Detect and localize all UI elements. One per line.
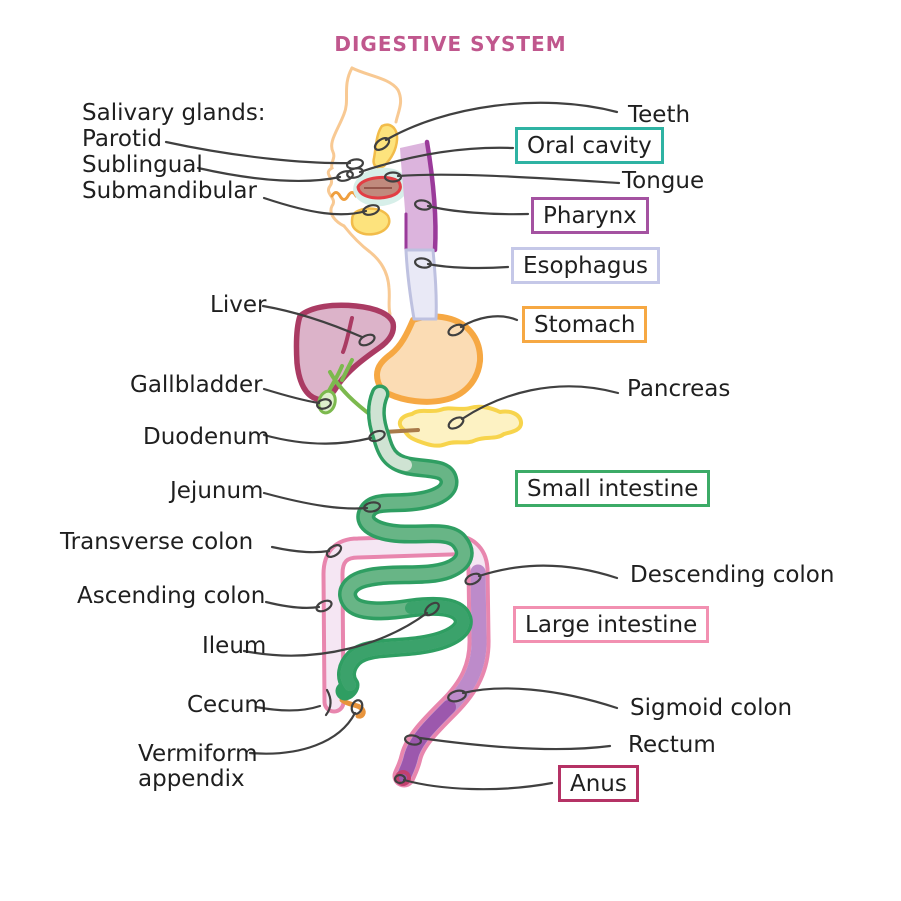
label-salivary-glands: Salivary glands: <box>82 100 266 126</box>
label-oral-cavity: Oral cavity <box>515 127 664 164</box>
label-tongue: Tongue <box>622 168 705 194</box>
transverse-colon-leader <box>270 545 331 554</box>
label-teeth: Teeth <box>628 102 691 128</box>
small-intestine-shape <box>335 384 474 701</box>
ascending-colon-leader <box>264 600 321 610</box>
oral-cavity-leader <box>358 146 515 174</box>
label-large-intestine: Large intestine <box>513 606 710 643</box>
label-jejunum: Jejunum <box>170 478 264 504</box>
label-descending-colon: Descending colon <box>630 562 835 588</box>
label-vermiform-line1: Vermiform <box>138 741 258 767</box>
anus-leader <box>402 778 554 791</box>
label-cecum: Cecum <box>187 692 267 718</box>
label-anus: Anus <box>558 765 639 802</box>
duodenum-shape <box>370 388 412 471</box>
label-small-intestine: Small intestine <box>515 470 711 507</box>
label-esophagus: Esophagus <box>511 247 661 284</box>
cecum-bracket <box>324 688 332 717</box>
liver-leader <box>261 304 364 339</box>
label-duodenum: Duodenum <box>143 424 270 450</box>
label-parotid: Parotid <box>82 126 162 152</box>
sublingual-leader <box>196 166 342 183</box>
esophagus-shape <box>404 248 438 321</box>
label-sigmoid-colon: Sigmoid colon <box>630 695 793 721</box>
label-vermiform-line2: appendix <box>138 766 245 792</box>
label-pancreas: Pancreas <box>627 376 731 402</box>
tongue-leader <box>396 173 621 185</box>
duodenum-leader <box>262 433 373 445</box>
pharynx-leader <box>426 204 530 216</box>
stomach-shape <box>374 313 484 405</box>
label-rectum: Rectum <box>628 732 716 758</box>
label-vermiform-appendix: Vermiform appendix <box>138 742 258 792</box>
sigmoid-leader <box>461 687 619 710</box>
ileum-shape <box>340 600 470 691</box>
cecum-leader <box>254 704 322 712</box>
gallbladder-leader <box>262 387 321 405</box>
submandibular-leader <box>262 196 368 216</box>
face-outline <box>326 66 403 316</box>
label-gallbladder: Gallbladder <box>130 372 263 398</box>
label-ileum: Ileum <box>202 633 267 659</box>
descending-colon-leader <box>477 564 619 580</box>
jejunum-leader <box>262 491 369 510</box>
sublingual-gland-icon <box>330 191 358 201</box>
submandibular-gland-shape <box>350 207 391 236</box>
label-ascending-colon: Ascending colon <box>77 583 266 609</box>
stomach-leader <box>459 315 519 329</box>
pancreatic-duct <box>382 428 420 434</box>
liver-shape <box>293 302 397 403</box>
label-transverse-colon: Transverse colon <box>60 529 254 555</box>
label-submandibular: Submandibular <box>82 178 257 204</box>
parotid-leader <box>164 140 352 165</box>
leader-lines <box>164 101 621 791</box>
ileum-leader <box>242 611 429 657</box>
label-stomach: Stomach <box>522 306 648 343</box>
label-liver: Liver <box>210 292 267 318</box>
rectum-leader <box>418 736 612 751</box>
gallbladder-shape <box>317 389 337 415</box>
label-pharynx: Pharynx <box>531 197 649 234</box>
esophagus-leader <box>426 262 510 270</box>
label-sublingual: Sublingual <box>82 152 203 178</box>
page-title: DIGESTIVE SYSTEM <box>334 32 567 56</box>
teeth-leader <box>384 101 619 142</box>
vermiform-leader <box>248 711 357 755</box>
pancreas-leader <box>460 385 620 421</box>
